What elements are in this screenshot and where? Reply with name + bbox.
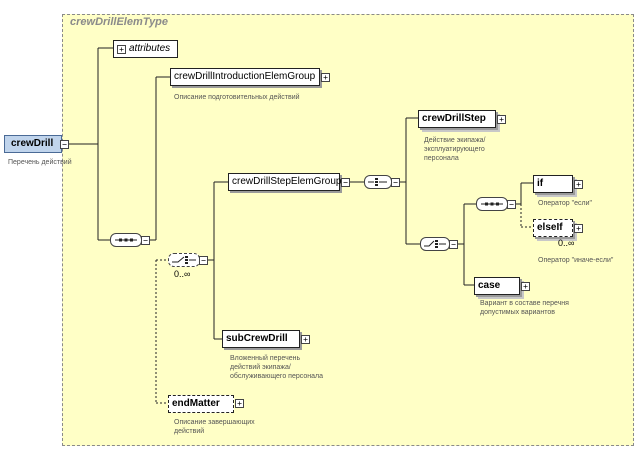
expand-icon[interactable]: + — [521, 282, 530, 291]
collapse-icon[interactable]: − — [449, 240, 458, 249]
choice-compositor[interactable] — [168, 253, 200, 267]
expand-icon[interactable]: + — [574, 180, 583, 189]
intro-note: Описание подготовительных действий — [174, 94, 300, 101]
elseif-label: elseIf — [537, 222, 563, 233]
root-element-crewdrill[interactable]: crewDrill — [4, 135, 62, 153]
collapse-icon[interactable]: − — [199, 256, 208, 265]
crew-drill-step-node[interactable]: crewDrillStep — [418, 110, 496, 128]
case-note: Вариант в составе перечня допустимых вар… — [480, 300, 569, 316]
if-node[interactable]: if — [533, 175, 573, 193]
sequence-compositor[interactable] — [476, 197, 508, 211]
expand-icon[interactable]: + — [574, 224, 583, 233]
attributes-label: attributes — [129, 43, 171, 54]
if-label: if — [537, 178, 544, 189]
crew-drill-step-note: Действие экипажа/ эксплуатирующего персо… — [424, 137, 486, 162]
intro-group-label: crewDrillIntroductionElemGroup — [174, 71, 316, 82]
step-group-label: crewDrillStepElemGroup — [232, 176, 342, 187]
choice-occurs: 0..∞ — [174, 269, 191, 279]
expand-icon[interactable]: + — [497, 115, 506, 124]
collapse-icon[interactable]: − — [341, 178, 350, 187]
sub-crew-drill-node[interactable]: subCrewDrill — [222, 330, 300, 348]
expand-icon[interactable]: + — [301, 335, 310, 344]
end-matter-node[interactable]: endMatter — [168, 395, 234, 413]
choice-icon — [368, 178, 387, 186]
root-note: Перечень действий — [8, 159, 72, 166]
collapse-icon[interactable]: − — [141, 236, 150, 245]
sequence-compositor[interactable] — [110, 233, 142, 247]
attributes-node[interactable]: +attributes — [113, 40, 178, 58]
expand-icon[interactable]: + — [321, 73, 330, 82]
if-note: Оператор "если" — [538, 200, 592, 207]
end-matter-label: endMatter — [172, 398, 220, 409]
intro-group-node[interactable]: crewDrillIntroductionElemGroup — [170, 68, 320, 86]
choice-compositor[interactable] — [420, 237, 450, 251]
collapse-icon[interactable]: − — [391, 178, 400, 187]
choice-compositor[interactable] — [364, 175, 392, 189]
sequence-icon — [115, 238, 137, 242]
choice-icon — [172, 256, 196, 264]
choice-icon — [424, 240, 446, 248]
sub-crew-drill-label: subCrewDrill — [226, 333, 288, 344]
elseif-node[interactable]: elseIf — [533, 219, 573, 237]
case-label: case — [478, 280, 501, 291]
sequence-icon — [481, 202, 503, 206]
step-group-node[interactable]: crewDrillStepElemGroup — [228, 173, 342, 191]
collapse-icon[interactable]: − — [507, 200, 516, 209]
sub-crew-drill-note: Вложенный перечень действий экипажа/ обс… — [230, 355, 323, 380]
root-element-label: crewDrill — [11, 138, 54, 149]
end-matter-note: Описание завершающих действий — [174, 419, 255, 435]
crew-drill-step-label: crewDrillStep — [422, 113, 486, 124]
expand-icon[interactable]: + — [117, 45, 126, 54]
expand-icon[interactable]: + — [235, 399, 244, 408]
complex-type-title: crewDrillElemType — [70, 16, 169, 28]
elseif-occurs: 0..∞ — [558, 238, 575, 248]
case-node[interactable]: case — [474, 277, 520, 295]
collapse-icon[interactable]: − — [60, 140, 69, 149]
elseif-note: Оператор "иначе-если" — [538, 257, 614, 264]
